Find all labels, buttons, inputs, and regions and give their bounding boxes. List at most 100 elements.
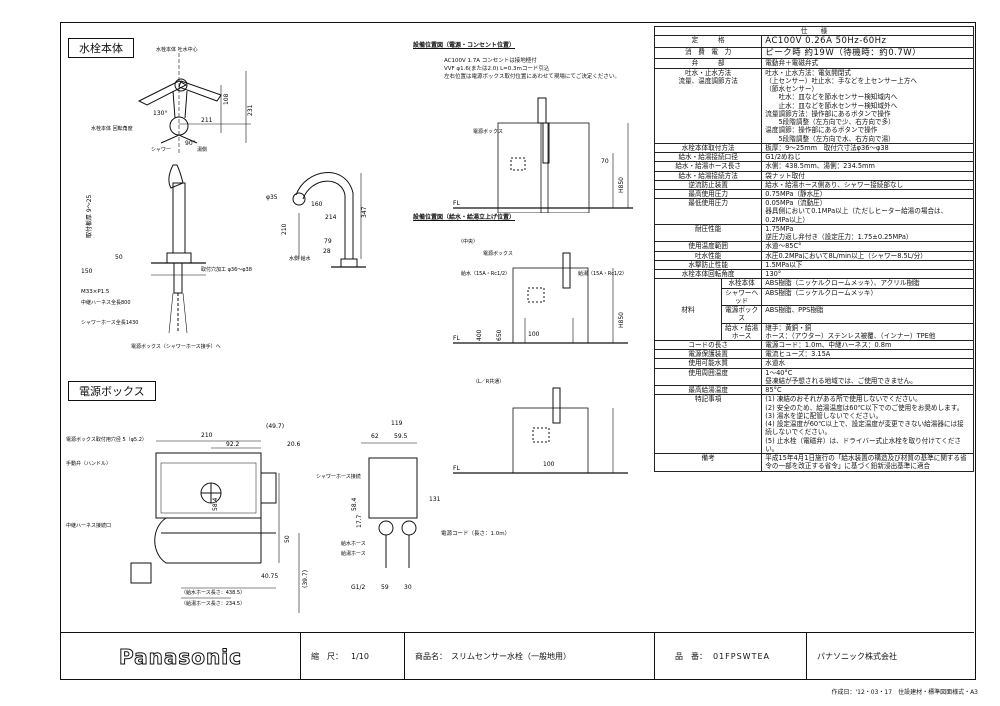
spec-row: コードの長さ電源コード：1.0m、中継ハーネス：0.8m — [653, 339, 974, 351]
power-note-3: 左右位置は電源ボックス取付位置にあわせて現場にてご決定ください。 — [444, 74, 620, 80]
spec-row: 逆流防止装置給水・給湯ホース側あり、シャワー接続部なし — [653, 179, 974, 191]
spec-value: 水側：438.5mm、湯側：234.5mm — [761, 161, 974, 172]
spec-material-name: 水栓本体 — [720, 278, 763, 289]
spec-material-row: 給水・給湯ホース継手：黄銅・銅 ホース：（アウター）ステンレス被覆、（インナー）… — [655, 322, 974, 341]
spec-value: 85°C — [761, 385, 974, 396]
dim-850: H850 — [618, 312, 625, 328]
power-note-2: VVF φ1.6(または2.0) L=0.3mコード引込 — [444, 66, 550, 72]
spec-value: AC100V 0.26A 50Hz-60Hz — [761, 35, 974, 48]
code-label: 品 番： — [675, 652, 707, 661]
faucet-drawing: 水栓本体 吐水中心 108 231 211 130° 90° 水栓本体 回転角度… — [81, 46, 368, 350]
dim-70: 70 — [601, 158, 609, 165]
dim-58-4b: 58.4 — [351, 497, 358, 511]
spec-value: 袋ナット取付 — [761, 170, 974, 181]
title-block: Panasonic 縮 尺： 1/10 商品名： スリムセンサー水栓（一般地用）… — [61, 632, 974, 680]
spec-row: 備考平成15年4月1日施行の「給水装置の構造及び材質の基準に関する省令の一部を改… — [653, 453, 974, 472]
spec-key: 逆流防止装置 — [653, 179, 763, 191]
dim-59: 59 — [381, 584, 389, 591]
label-supply-r: 給湯（15A・Rc1/2） — [578, 270, 627, 277]
company-name: パナソニック株式会社 — [817, 652, 897, 661]
dim-59-5: 59.5 — [394, 433, 408, 440]
spec-material-value: ABS樹脂（ニッケルクロームメッキ）、アクリル樹脂 — [761, 278, 974, 289]
dim-28: 28 — [323, 248, 331, 255]
label-hole: 電源ボックス取付用穴径 5（φ5.2） — [66, 436, 147, 443]
spec-value: 水道水 — [761, 358, 974, 369]
spec-row: 吐水性能水圧0.2MPaにおいて8L/min以上（シャワー8.5L/分） — [653, 250, 974, 261]
dim-850: H850 — [618, 177, 625, 193]
spec-material-value: ABS樹脂（ニッケルクロームメッキ） — [761, 287, 974, 307]
dim-160: 160 — [311, 201, 323, 208]
label-hose800: 中継ハーネス全長800 — [81, 299, 131, 306]
spec-value: 水圧0.2MPaにおいて8L/min以上（シャワー8.5L/分） — [761, 250, 974, 261]
dim-400: 400 — [476, 329, 483, 341]
spec-key: 最高給湯温度 — [653, 385, 763, 396]
dim-131: 131 — [429, 496, 441, 503]
label-harness: 中継ハーネス接続口 — [66, 522, 111, 529]
spec-material-name: 給水・給湯ホース — [720, 322, 763, 341]
spec-value: 電動弁＋電磁弁式 — [761, 58, 974, 69]
spec-key: 最低使用圧力 — [653, 198, 763, 225]
spec-row: 水栓本体取付方法板厚：9〜25mm 取付穴寸法φ36〜φ38 — [653, 142, 974, 154]
dim-58-4: 58.4 — [212, 497, 219, 511]
install-water-drawing: （中央） 電源ボックス 給水（15A・Rc1/2） 給湯（15A・Rc1/2） … — [453, 238, 628, 474]
spec-key: 耐圧性能 — [653, 223, 763, 243]
label-hot-hose: 給湯ホース — [341, 550, 366, 557]
dim-650: 650 — [496, 329, 503, 341]
spec-material-name: 電源ボックス — [720, 305, 763, 324]
power-box-drawing: 210 92.2 (49.7) 20.6 58.4 50 40.75 (39.7… — [66, 420, 418, 613]
brand-logo: Panasonic — [119, 644, 242, 669]
dim-20-6: 20.6 — [287, 441, 301, 448]
label-rotation: 水栓本体 回転角度 — [91, 125, 133, 132]
spec-value: 1.75MPa 逆圧力返し弁付き（設定圧力：1.75±0.25MPa） — [761, 223, 974, 243]
label-lr: （L／R共通） — [473, 378, 504, 385]
label-center: （中央） — [458, 238, 478, 245]
label-fl-b: FL — [453, 465, 460, 472]
dim-40-75: 40.75 — [261, 573, 278, 580]
spec-value: 0.05MPa（流動圧） 器具側において0.1MPa以上（ただしヒーター給湯の場… — [761, 198, 974, 225]
brand-cell: Panasonic — [61, 633, 301, 680]
dim-211: 211 — [201, 117, 213, 124]
label-hose1430: シャワーホース全長1430 — [81, 319, 138, 326]
dim-100b: 100 — [543, 461, 555, 468]
dim-347: 347 — [361, 206, 368, 218]
product-code: 01FPSWTEA — [713, 652, 771, 661]
bottom-note: 作成日：'12・03・17 住設建材・標準図面様式・A3 — [831, 689, 978, 696]
label-shower: シャワー — [151, 147, 171, 153]
label-cord: 電源コード（長さ：1.0m） — [441, 531, 511, 537]
spec-row: 使用可能水質水道水 — [653, 358, 974, 369]
product-name: スリムセンサー水栓（一般地用） — [451, 652, 571, 661]
drawing-sheet: 水栓本体 水栓本体 吐水中心 108 231 211 130° 90° 水栓本体… — [60, 22, 976, 680]
dim-17-7: 17.7 — [356, 514, 363, 528]
angle-130: 130° — [153, 110, 167, 117]
dim-thickness: 取付板厚 9〜25 — [85, 194, 93, 238]
dim-39-7: (39.7) — [302, 570, 309, 588]
spec-row: 給水・給湯ホース長さ水側：438.5mm、湯側：234.5mm — [653, 161, 974, 172]
dim-150: 150 — [81, 268, 93, 275]
spec-material-name: シャワーヘッド — [720, 287, 763, 307]
spec-key: 給水・給湯接続口径 — [653, 152, 763, 163]
dim-210: 210 — [281, 223, 288, 235]
label-power-box: 電源ボックス — [473, 128, 503, 135]
spec-value: G1/2めねじ — [761, 152, 974, 163]
dim-50: 50 — [115, 254, 123, 261]
label-hose-b: （給湯ホース長さ：234.5） — [181, 600, 245, 607]
product-label: 商品名： — [415, 652, 447, 661]
spec-value: 1〜40°C 昼凍結が予想される地域では、ご使用できません。 — [761, 367, 974, 387]
label-to-box: 電源ボックス（シャワーホース接手）へ — [131, 343, 221, 350]
spec-row: 弁 部電動弁＋電磁弁式 — [653, 58, 974, 69]
spec-key: 吐水・止水方法 流量、温度調節方法 — [653, 67, 763, 144]
spec-header-row: 仕 様 — [654, 25, 974, 37]
dim-79: 79 — [324, 238, 332, 245]
spec-value: 水道〜85C° — [761, 241, 974, 252]
section-title-install-water: 設備位置図（給水・給湯立上げ位置） — [413, 214, 516, 221]
dim-210: 210 — [201, 432, 213, 439]
spec-key: 弁 部 — [653, 58, 763, 69]
spec-key: 吐水性能 — [653, 250, 763, 261]
product-cell: 商品名： スリムセンサー水栓（一般地用） — [405, 633, 655, 680]
